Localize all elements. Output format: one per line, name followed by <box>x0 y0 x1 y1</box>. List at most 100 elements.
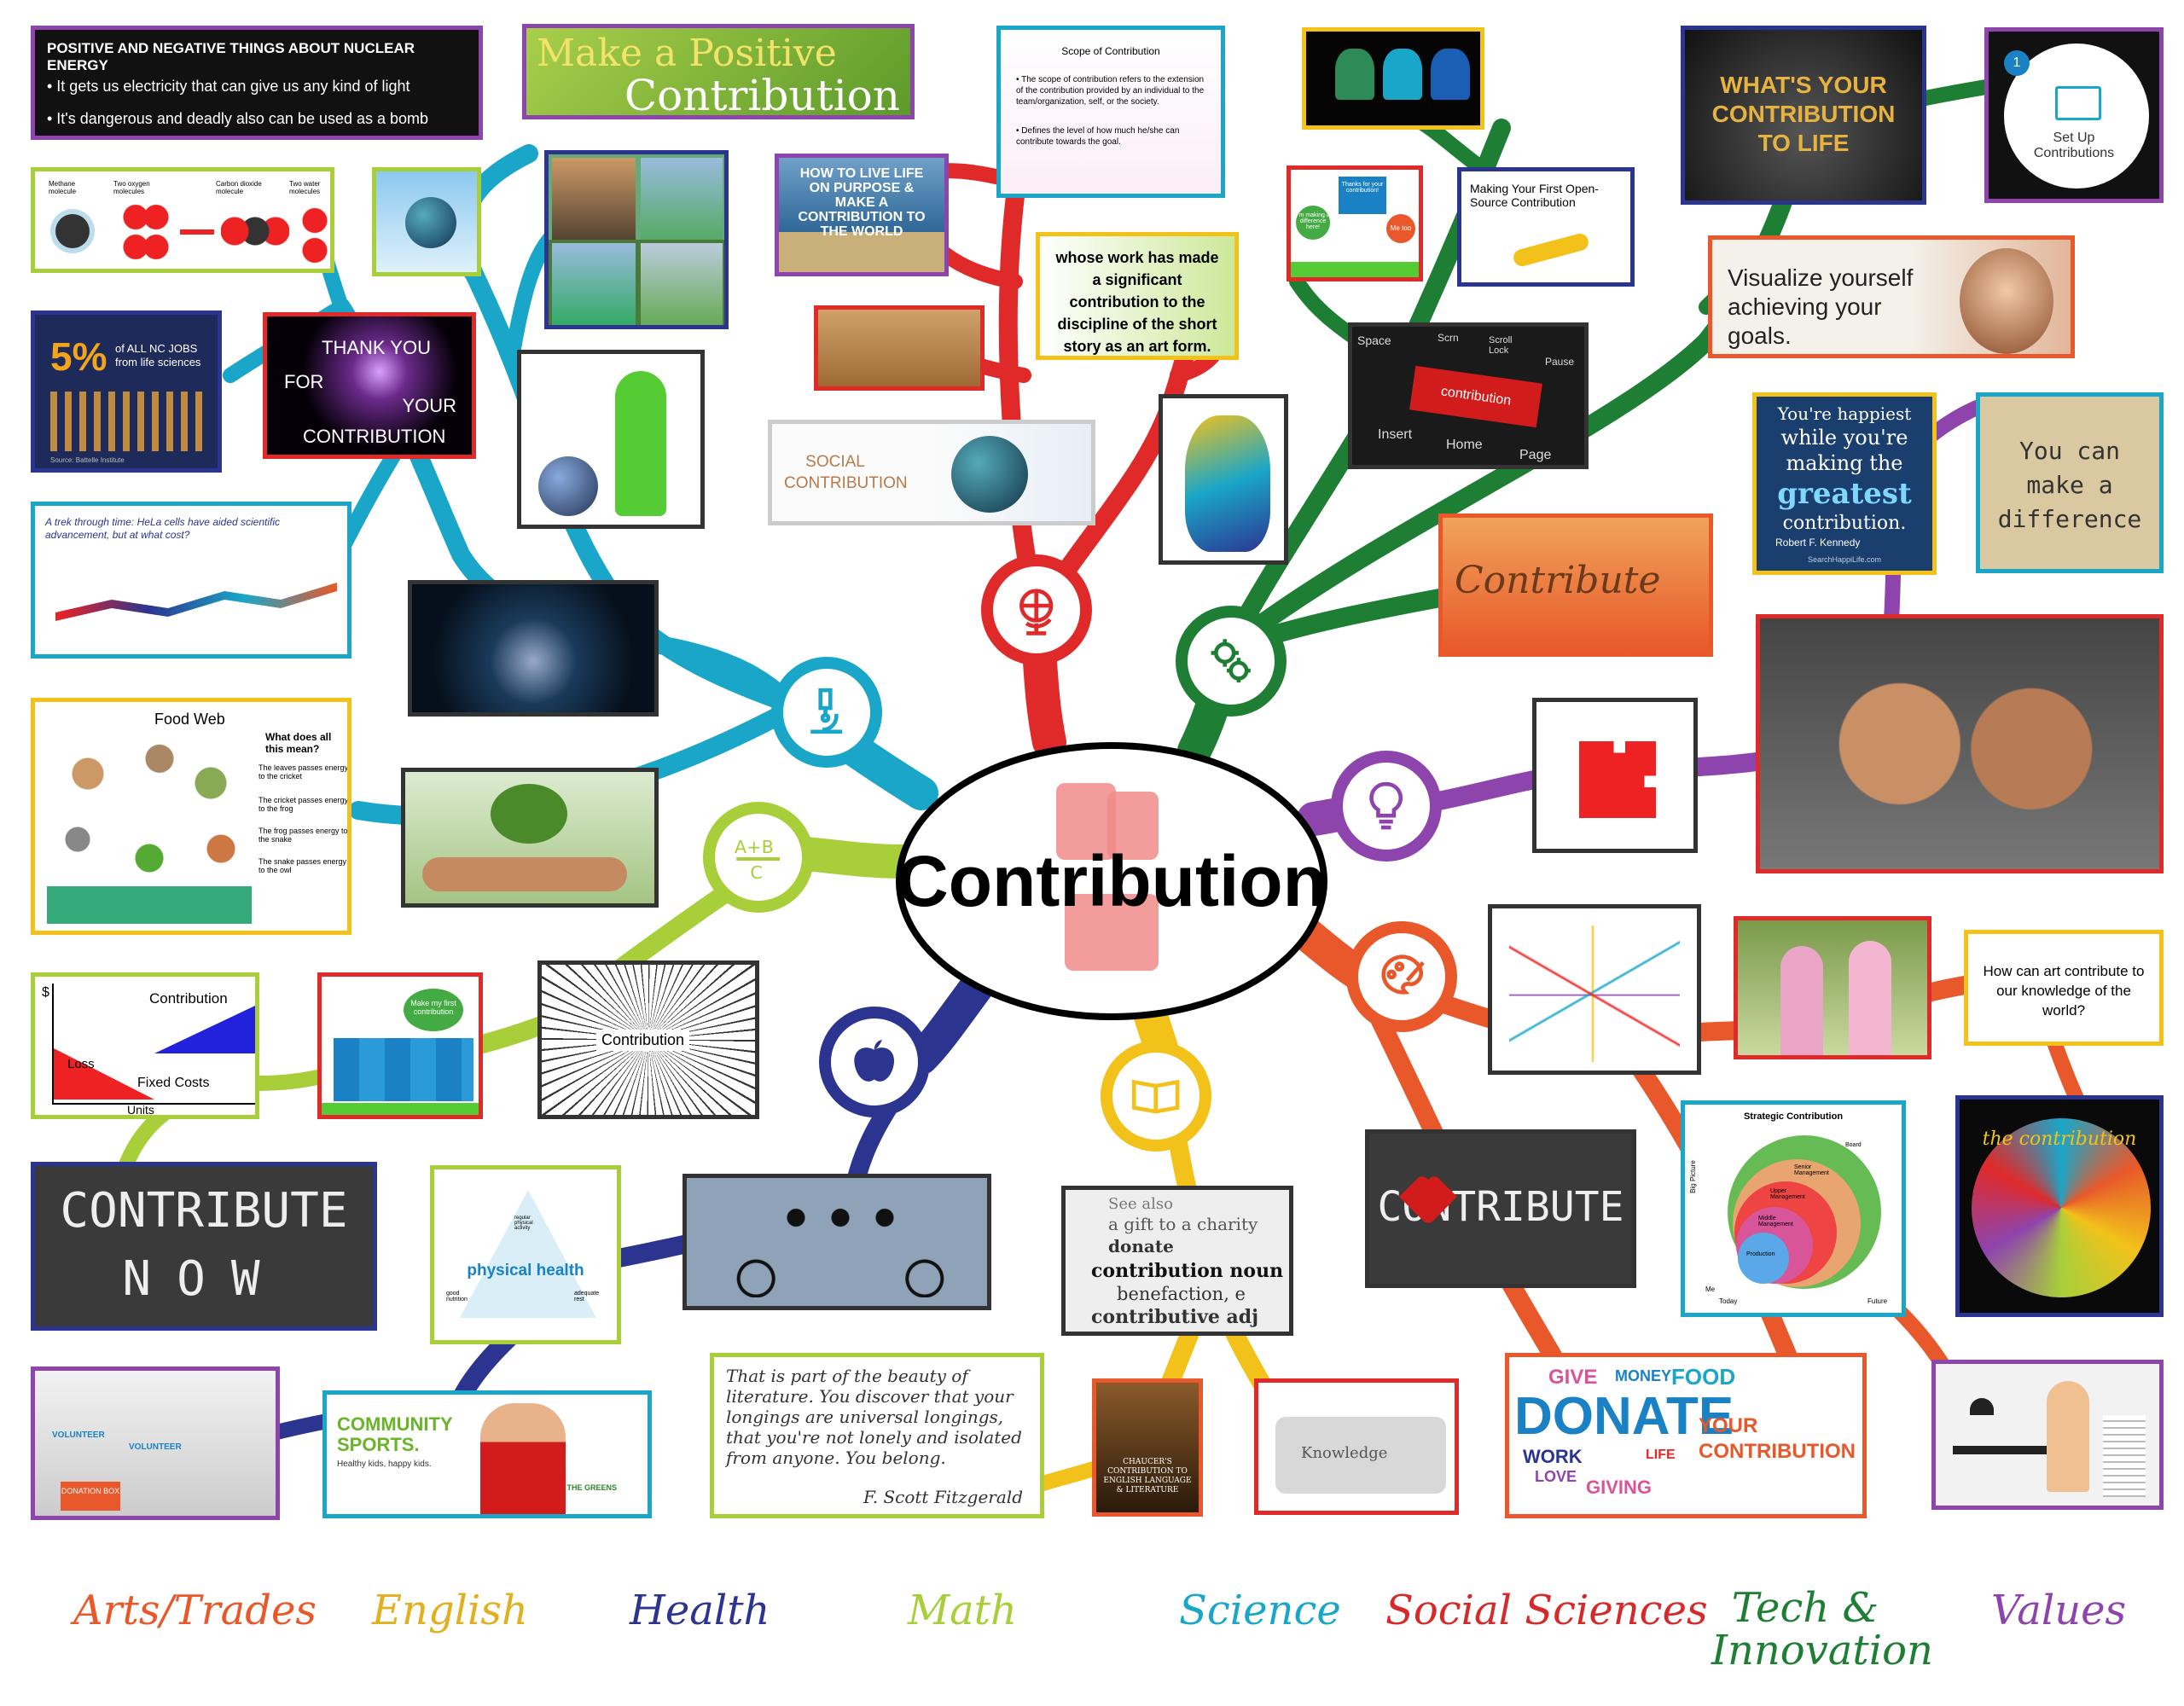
setup-contributions-card[interactable]: 1 Set Up Contributions <box>1984 27 2164 203</box>
physical-a: regular physical activity <box>514 1216 533 1231</box>
contribute-hand-wordcloud[interactable] <box>1159 394 1288 565</box>
legend-arts-trades[interactable]: Arts/Trades <box>73 1587 317 1634</box>
legend-social-sciences[interactable]: Social Sciences <box>1385 1587 1708 1634</box>
legend-tech-innovation[interactable]: Tech & Innovation <box>1711 1584 1933 1674</box>
positive-line-1: Make a Positive <box>537 32 837 75</box>
donate-right: YOUR CONTRIBUTION <box>1699 1414 1856 1463</box>
foodweb-a2: The cricket passes energy to the frog <box>258 796 349 813</box>
dict-6: contributive adj <box>1091 1306 1259 1328</box>
knowledge-puzzle-card[interactable]: Knowledge <box>1254 1378 1459 1515</box>
short-story-card[interactable]: whose work has made a significant contri… <box>1036 232 1239 360</box>
paper-stack <box>2103 1415 2146 1497</box>
visualize-text: Visualize yourself achieving your goals. <box>1728 264 1914 349</box>
head-icon-3 <box>1431 49 1470 100</box>
thinking-heads-image[interactable] <box>1302 27 1484 130</box>
opensource-text: Making Your First Open-Source Contributi… <box>1470 182 1599 209</box>
english-hub <box>1101 1041 1211 1152</box>
heart-contribute-chalkboard[interactable]: CONTRIBUTE <box>1365 1129 1636 1288</box>
legend-science[interactable]: Science <box>1179 1587 1341 1634</box>
contribution-mandala-image[interactable]: the contribution <box>1955 1095 2164 1317</box>
arrow-icon <box>180 229 214 235</box>
girl-2 <box>1849 941 1891 1055</box>
happiest-3: making the <box>1786 451 1903 475</box>
happiest-author: Robert F. Kennedy <box>1775 537 1861 548</box>
chaucer-book-cover[interactable]: CHAUCER'S CONTRIBUTION TO ENGLISH LANGUA… <box>1092 1378 1203 1517</box>
contribute-raised-hands[interactable]: Contribute <box>1438 514 1713 657</box>
happiest-site: SearchHappiLife.com <box>1808 555 1882 564</box>
nuclear-energy-card[interactable]: POSITIVE AND NEGATIVE THINGS ABOUT NUCLE… <box>31 26 483 140</box>
abc-icon: A+BC <box>735 837 781 883</box>
make-difference-card[interactable]: You can make a difference <box>1976 392 2164 573</box>
dictionary-entry-card[interactable]: See also a gift to a charity donate cont… <box>1061 1186 1293 1336</box>
grass <box>1291 262 1419 277</box>
social-sciences-hub <box>981 554 1092 665</box>
thanks-bubble-3: Me too <box>1386 214 1415 243</box>
contribution-keyboard-image[interactable]: Space Scrn Scroll Lock Pause contributio… <box>1348 322 1589 469</box>
volunteer-2: VOLUNTEER <box>129 1442 182 1452</box>
donate-w3: FOOD <box>1671 1364 1736 1390</box>
visualize-goals-card[interactable]: Visualize yourself achieving your goals. <box>1708 235 2075 358</box>
volcano-landscapes-image[interactable] <box>544 150 729 329</box>
sandcastle-family-image[interactable] <box>814 305 985 391</box>
small-globe <box>538 456 598 516</box>
nc-jobs-card[interactable]: 5% of ALL NC JOBS from life sciences Sou… <box>31 310 222 473</box>
contribute-now-chalkboard[interactable]: CONTRIBUTE NOW <box>31 1162 377 1331</box>
contribution-network-card[interactable]: Contribution <box>537 960 759 1119</box>
svg-text:C: C <box>751 862 764 883</box>
how-to-live-card[interactable]: HOW TO LIVE LIFE ON PURPOSE & MAKE A CON… <box>775 154 949 276</box>
art-question-card[interactable]: How can art contribute to our knowledge … <box>1964 930 2164 1046</box>
smiling-children-image[interactable] <box>1756 614 2164 873</box>
happy-worker-cartoon[interactable] <box>1931 1360 2164 1510</box>
strategic-contribution-chart[interactable]: Strategic Contribution Board Senior Mana… <box>1681 1100 1906 1317</box>
volcano-4 <box>641 243 723 325</box>
breakeven-loss: Loss <box>67 1057 95 1071</box>
legend-english[interactable]: English <box>372 1587 528 1634</box>
nuclear-line-1: • It gets us electricity that can give u… <box>47 78 410 95</box>
scope-card[interactable]: Scope of Contribution • The scope of con… <box>996 26 1225 198</box>
donate-w6: GIVING <box>1586 1477 1653 1498</box>
girls-playing-image[interactable] <box>1734 916 1931 1059</box>
thank-you-card[interactable]: THANK YOU FOR YOUR CONTRIBUTION <box>263 312 476 459</box>
book-icon <box>1132 1080 1180 1114</box>
whats-your-contribution-card[interactable]: WHAT'S YOUR CONTRIBUTION TO LIFE <box>1681 26 1926 205</box>
open-source-card[interactable]: Making Your First Open-Source Contributi… <box>1457 167 1635 287</box>
foodweb-a3: The frog passes energy to the snake <box>258 827 348 844</box>
food-web-card[interactable]: Food Web What does all this mean? The le… <box>31 698 351 935</box>
grass <box>322 1103 479 1115</box>
molecule-reaction-card[interactable]: Methane molecule Two oxygen molecules Ca… <box>31 167 334 273</box>
first-contribution-card[interactable]: Make my first contribution <box>317 972 483 1119</box>
happiest-1: You're happiest <box>1777 403 1912 424</box>
fitzgerald-quote-card[interactable]: That is part of the beauty of literature… <box>710 1353 1044 1518</box>
desk <box>1953 1446 2047 1454</box>
make-positive-card[interactable]: Make a Positive Contribution <box>522 24 915 119</box>
legend-values[interactable]: Values <box>1991 1587 2127 1634</box>
tandem-bike-image[interactable] <box>682 1174 991 1310</box>
legend-math[interactable]: Math <box>908 1587 1017 1634</box>
key-page: Page <box>1519 448 1552 462</box>
people-network-image[interactable] <box>1488 904 1701 1075</box>
donate-w7: LIFE <box>1646 1448 1676 1462</box>
breakeven-title: Contribution <box>149 990 228 1007</box>
puzzle-hands-image[interactable] <box>1532 698 1698 853</box>
volunteers-image[interactable]: VOLUNTEER VOLUNTEER DONATION BOX <box>31 1367 280 1520</box>
watering-globe-figure[interactable] <box>517 350 705 529</box>
thanks-contribution-cartoon[interactable]: I'm making a difference here! Thanks for… <box>1287 165 1423 281</box>
break-even-chart-card[interactable]: $ Contribution Loss Profit Fixed Costs U… <box>31 972 259 1119</box>
volcano-3 <box>552 243 636 325</box>
water-molecules <box>299 206 330 265</box>
physical-health-card[interactable]: regular physical activity physical healt… <box>430 1165 621 1344</box>
happiest-2: while you're <box>1780 426 1908 450</box>
dict-5: benefaction, e <box>1117 1284 1246 1304</box>
happiest-quote-card[interactable]: You're happiest while you're making the … <box>1752 392 1937 575</box>
community-sports-card[interactable]: COMMUNITY SPORTS. Healthy kids, happy ki… <box>322 1390 652 1518</box>
earth-in-hands-image[interactable] <box>372 167 481 276</box>
legend-health[interactable]: Health <box>630 1587 770 1634</box>
donate-contribution-card[interactable]: GIVE MONEY FOOD DONATE WORK LOVE GIVING … <box>1505 1353 1867 1518</box>
positive-line-2: Contribution <box>624 71 900 119</box>
plant-in-hands-image[interactable] <box>401 768 659 908</box>
earth-hands <box>951 436 1028 513</box>
glowing-hand-image[interactable] <box>408 580 659 717</box>
canmake-text: You can make a difference <box>1997 437 2142 533</box>
social-contribution-card[interactable]: SOCIAL CONTRIBUTION <box>768 420 1095 525</box>
hela-cells-card[interactable]: A trek through time: HeLa cells have aid… <box>31 502 351 659</box>
